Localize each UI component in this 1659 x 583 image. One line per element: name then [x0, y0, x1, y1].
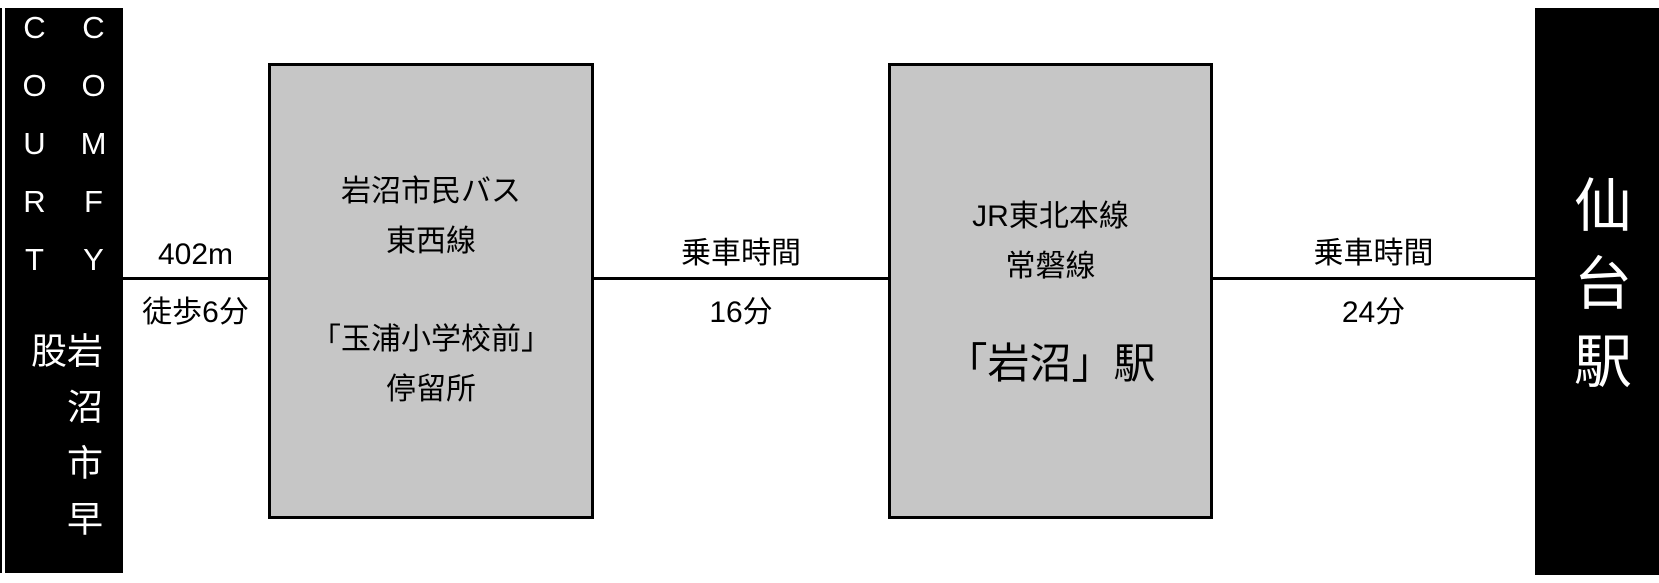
- bus-ride-segment: 乗車時間 16分: [594, 231, 888, 331]
- walk-connector-line: [123, 277, 268, 280]
- bus-line-group: 岩沼市民バス 東西線: [341, 167, 521, 267]
- train-station-name: 「岩沼」駅: [945, 340, 1156, 387]
- origin-latin-columns: COURT COMFY: [17, 10, 111, 300]
- bus-stop-suffix: 停留所: [386, 373, 476, 406]
- train-ride-duration: 24分: [1341, 296, 1406, 329]
- origin-name-label: 岩沼市早股: [26, 332, 103, 556]
- train-line-name-1: JR東北本線: [972, 200, 1129, 233]
- train-ride-segment: 乗車時間 24分: [1212, 231, 1535, 331]
- bus-ride-duration: 16分: [709, 296, 773, 329]
- walk-segment: 402m 徒歩6分: [123, 231, 268, 331]
- train-line-name-2: 常磐線: [1005, 250, 1096, 283]
- bus-stop-group: 「玉浦小学校前」 停留所: [311, 315, 551, 415]
- bus-line-name-1: 岩沼市民バス: [341, 175, 521, 208]
- origin-court-text: COURT: [17, 10, 52, 300]
- destination-name-label: 仙台駅: [1565, 174, 1630, 409]
- destination-bar: 仙台駅: [1535, 8, 1659, 575]
- walk-duration-label: 徒歩6分: [142, 296, 249, 329]
- bus-line-name-2: 東西線: [386, 225, 476, 258]
- origin-bar: COURT COMFY 岩沼市早股: [5, 8, 123, 573]
- train-line-group: JR東北本線 常磐線: [972, 192, 1129, 292]
- train-ride-time-label: 乗車時間: [1313, 237, 1434, 270]
- origin-comfy-text: COMFY: [76, 10, 111, 300]
- bus-node-box: 岩沼市民バス 東西線 「玉浦小学校前」 停留所: [268, 63, 594, 519]
- bus-ride-time-label: 乗車時間: [681, 237, 801, 270]
- bus-stop-name: 「玉浦小学校前」: [311, 323, 551, 356]
- walk-distance-label: 402m: [157, 238, 234, 271]
- bus-ride-connector-line: [594, 277, 888, 280]
- left-edge-line: [0, 8, 2, 573]
- train-ride-connector-line: [1212, 277, 1535, 280]
- train-node-box: JR東北本線 常磐線 「岩沼」駅: [888, 63, 1213, 519]
